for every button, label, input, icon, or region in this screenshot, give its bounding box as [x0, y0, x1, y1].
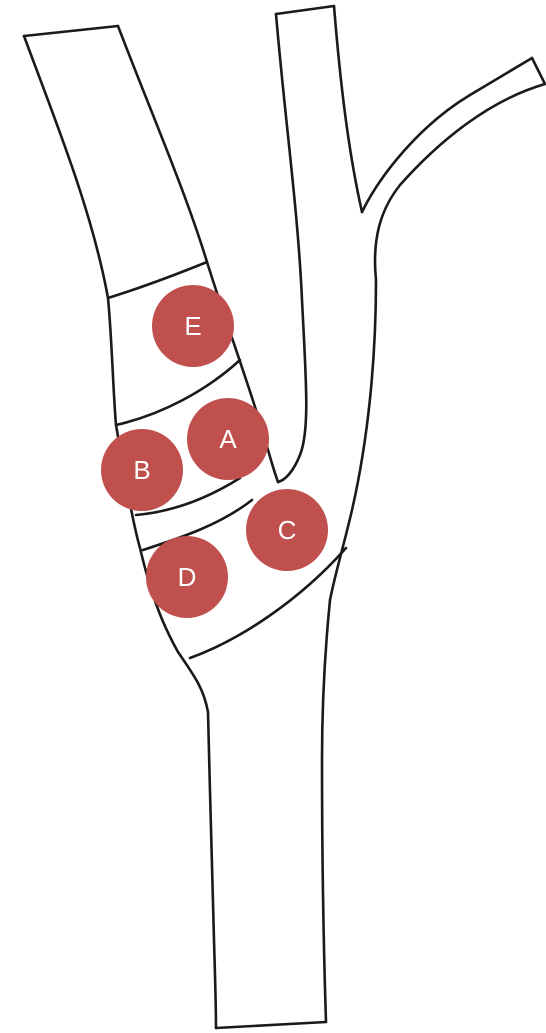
right-branch-lower-wall: [330, 84, 545, 600]
marker-a[interactable]: A: [187, 398, 269, 480]
middle-branch-right-wall: [334, 6, 362, 212]
trunk-left-wall: [208, 712, 216, 1028]
marker-e-label: E: [184, 311, 201, 341]
marker-d-label: D: [178, 562, 197, 592]
segment-markers: E A B C D: [101, 285, 328, 618]
marker-e[interactable]: E: [152, 285, 234, 367]
middle-branch-left-wall: [276, 14, 306, 482]
right-branch-upper-wall: [362, 58, 532, 212]
middle-branch-top-edge: [276, 6, 334, 14]
right-branch-end-edge: [532, 58, 545, 84]
trunk-bottom-edge: [216, 1022, 326, 1028]
left-branch-top-edge: [24, 26, 118, 36]
marker-c[interactable]: C: [246, 489, 328, 571]
marker-c-label: C: [278, 515, 297, 545]
marker-d[interactable]: D: [146, 536, 228, 618]
marker-b-label: B: [133, 455, 150, 485]
trunk-right-wall: [322, 600, 330, 1022]
marker-b[interactable]: B: [101, 429, 183, 511]
marker-a-label: A: [219, 424, 237, 454]
